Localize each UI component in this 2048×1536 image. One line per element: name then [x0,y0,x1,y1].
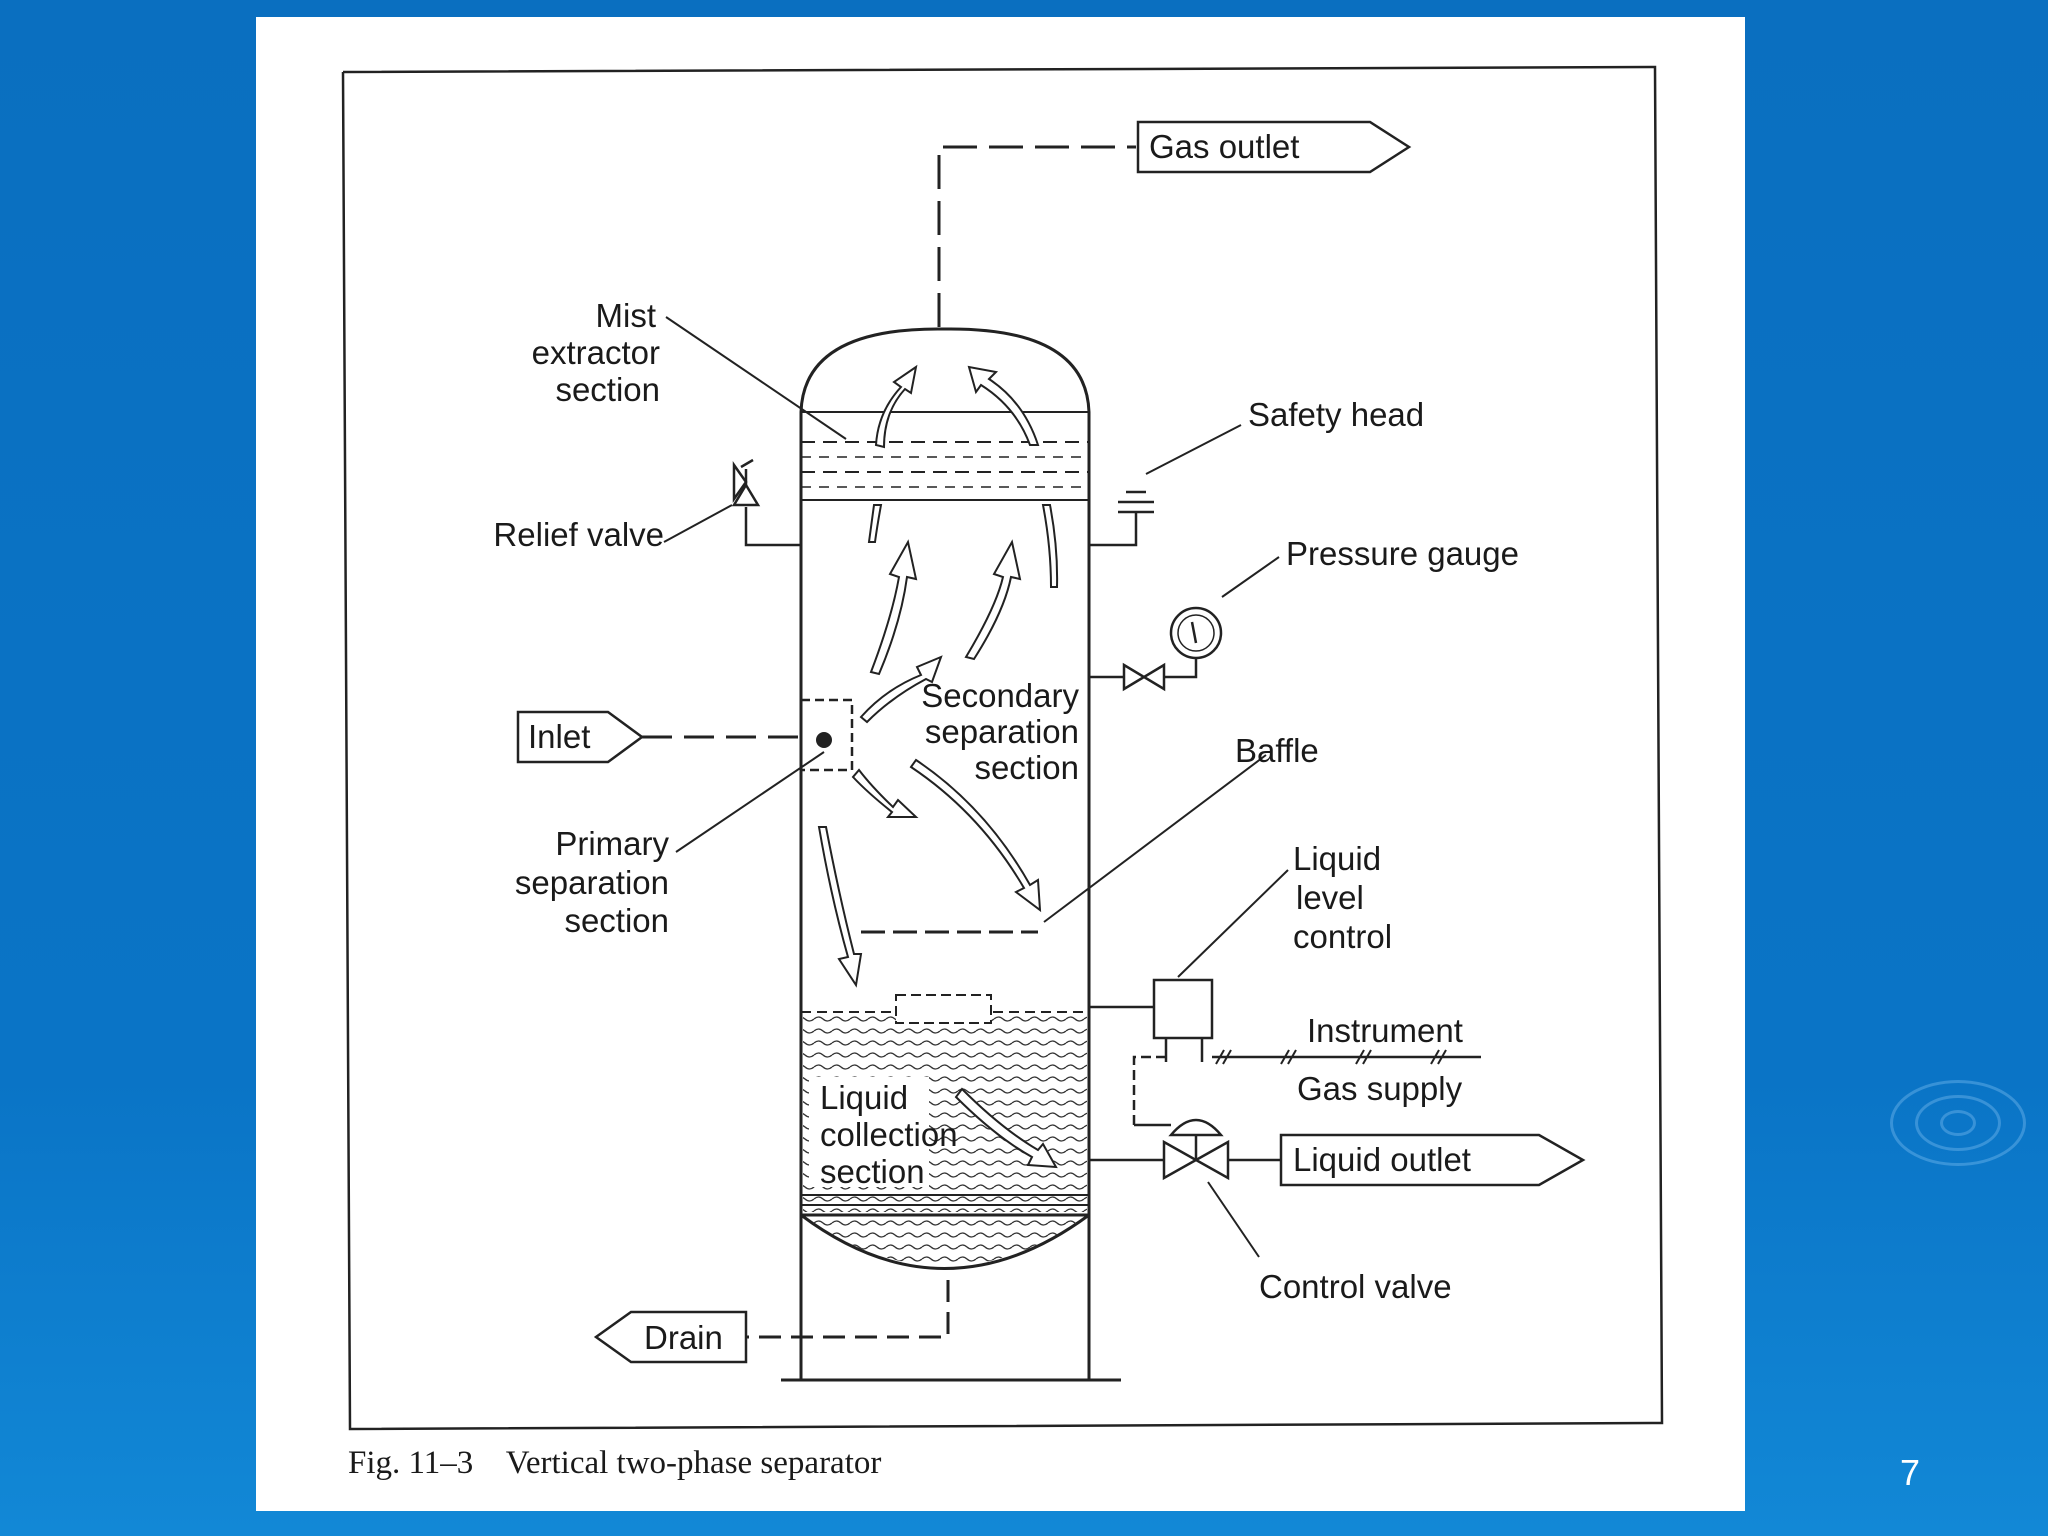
drain-tag: Drain [593,1310,748,1364]
gas-outlet-tag: Gas outlet [1136,120,1412,174]
liquid-body [801,994,1089,1266]
inlet-diverter [799,698,854,772]
liquid-collection-label-1: Liquid [820,1079,908,1116]
liquid-level-control-label-3: control [1293,918,1392,955]
baffle-label: Baffle [1235,732,1319,769]
figure-caption: Fig. 11–3 Vertical two-phase separator [348,1445,882,1481]
separator-diagram: Gas outlet Inlet [341,65,1664,1431]
primary-label-3: section [564,902,669,939]
pressure-gauge-label: Pressure gauge [1286,535,1519,572]
safety-head-label: Safety head [1248,396,1424,433]
mist-label-3: section [555,371,660,408]
control-valve-label: Control valve [1259,1268,1452,1305]
inlet-tag: Inlet [516,710,645,764]
mist-label-1: Mist [596,297,657,334]
liquid-level-control-label-2: level [1296,879,1364,916]
mist-extractor [801,411,1089,501]
secondary-label-3: section [974,749,1079,786]
figure-panel: Gas outlet Inlet [256,17,1745,1511]
liquid-level-control-label-1: Liquid [1293,840,1381,877]
diagram-labels: Mist extractor section Safety head Relie… [493,297,1519,1305]
control-valve [1089,1118,1281,1181]
ripple-decoration [1890,1080,2026,1166]
ripple-decoration [1915,1095,2001,1151]
page-number: 7 [1900,1452,1921,1493]
inlet-nozzle [816,732,832,748]
liquid-outlet-tag: Liquid outlet [1279,1133,1586,1187]
separator-vessel [781,327,1121,1382]
gas-outlet-label: Gas outlet [1149,128,1299,165]
relief-valve-label: Relief valve [493,516,664,553]
liquid-level-control [1089,978,1481,1125]
primary-label-1: Primary [555,825,669,862]
relief-valve [731,458,801,547]
gas-supply-label: Gas supply [1297,1070,1463,1107]
primary-label-2: separation [515,864,669,901]
mist-label-2: extractor [532,334,660,371]
drain-pipe [746,1280,950,1339]
instrument-label: Instrument [1307,1012,1463,1049]
liquid-collection-label-3: section [820,1153,925,1190]
liquid-collection-label-2: collection [820,1116,958,1153]
secondary-label-2: separation [925,713,1079,750]
flow-arrows [817,364,1059,1169]
secondary-label-1: Secondary [921,677,1079,714]
drain-label: Drain [644,1319,723,1356]
liquid-outlet-label: Liquid outlet [1293,1141,1471,1178]
pressure-gauge [1089,606,1223,692]
figure-frame [341,65,1664,1431]
leader-lines [663,316,1289,1258]
inlet-label: Inlet [528,718,590,755]
ripple-decoration [1940,1110,1976,1136]
gas-outlet-pipe [937,145,1136,327]
safety-head [1089,490,1154,547]
